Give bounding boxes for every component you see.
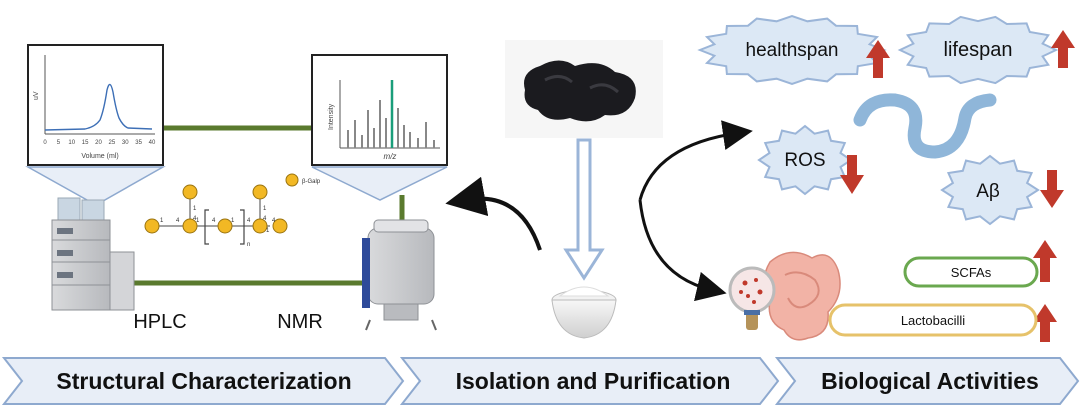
ms-xlabel: m/z (384, 152, 397, 161)
isolation-section-label: Isolation and Purification (456, 368, 731, 394)
svg-text:4: 4 (247, 218, 251, 224)
svg-text:4: 4 (272, 218, 276, 224)
hplc-callout (25, 166, 166, 206)
svg-text:1: 1 (266, 228, 270, 234)
section-banner (1, 357, 1080, 405)
hplc-tick-label: 15 (82, 140, 89, 146)
galactose-node-2 (182, 218, 198, 234)
svg-text:4: 4 (212, 218, 216, 224)
nmr-instrument (362, 219, 437, 331)
arrow-to-lifespan (638, 120, 753, 201)
lactobacilli-label: Lactobacilli (901, 313, 965, 328)
hplc-tick-label: 10 (68, 140, 75, 146)
hplc-tick-label: 0 (43, 140, 47, 146)
biological-section-label: Biological Activities (821, 368, 1039, 394)
galactose-legend-label: β-Galp (302, 179, 321, 185)
scfas-label: SCFAs (951, 265, 992, 280)
galactose-node-1 (144, 218, 160, 234)
linkage-labels: 1 4 1 4 1 4 1 4 1 4 1 4 (160, 206, 276, 234)
abeta-label: Aβ (976, 181, 1000, 202)
hplc-xlabel: Volume (ml) (81, 153, 118, 160)
nmr-label: NMR (277, 311, 323, 333)
magnifier-microbes (728, 266, 776, 330)
ms-spectrum-panel: Intensity m/z (311, 54, 448, 201)
powder-bowl (551, 286, 617, 339)
lifespan-label: lifespan (944, 39, 1013, 61)
hplc-tick-label: 40 (149, 140, 156, 146)
svg-text:1: 1 (193, 206, 197, 212)
chromatogram-trace (44, 83, 153, 131)
abeta-down-arrow (1040, 170, 1064, 208)
worm-illustration (853, 93, 997, 159)
repeat-n-label: n (247, 242, 250, 248)
ros-down-arrow (840, 155, 864, 194)
healthspan-label: healthspan (746, 40, 839, 61)
ros-label: ROS (784, 150, 825, 171)
glycan-structure: n β-Galp 1 4 1 4 1 4 1 4 1 4 1 4 (144, 173, 321, 248)
raw-material-image (505, 40, 663, 138)
healthspan-up-arrow (866, 40, 890, 78)
hplc-ylabel: uV (33, 91, 40, 100)
abeta-starburst (940, 154, 1040, 226)
scfas-pill (903, 256, 1039, 288)
galactose-node-5 (272, 218, 288, 234)
galactose-legend-node (285, 173, 299, 187)
svg-text:1: 1 (231, 218, 235, 224)
svg-text:1: 1 (160, 218, 164, 224)
svg-text:4: 4 (176, 218, 180, 224)
process-down-arrow (563, 138, 605, 281)
lactobacilli-pill (828, 303, 1038, 337)
structural-section-label: Structural Characterization (56, 368, 351, 394)
isolation-chevron (399, 357, 780, 405)
hplc-tick-labels: 0 5 10 15 20 25 30 35 40 (43, 140, 156, 146)
hplc-label: HPLC (133, 311, 186, 333)
galactose-node-7 (252, 184, 268, 200)
svg-text:4: 4 (263, 216, 267, 222)
gut-illustration (763, 251, 841, 341)
ms-ylabel: Intensity (328, 103, 335, 130)
lactobacilli-up-arrow (1033, 304, 1057, 342)
healthspan-starburst (697, 14, 887, 86)
repeat-bracket-left (204, 209, 209, 245)
hplc-tick-label: 25 (109, 140, 116, 146)
biological-chevron (774, 357, 1080, 405)
hplc-tick-label: 30 (122, 140, 129, 146)
hplc-tick-label: 5 (57, 140, 61, 146)
hplc-chromatogram-panel: 0 5 10 15 20 25 30 35 40 uV Volume (ml) (25, 44, 166, 206)
arrow-to-gut (638, 199, 727, 302)
repeat-bracket-right (240, 209, 245, 245)
ms-callout (311, 166, 448, 201)
hplc-tick-label: 20 (95, 140, 102, 146)
lifespan-up-arrow (1051, 30, 1075, 68)
hplc-tick-label: 35 (135, 140, 142, 146)
galactose-node-4 (252, 218, 268, 234)
lifespan-starburst (897, 15, 1059, 85)
svg-text:1: 1 (196, 218, 200, 224)
galactose-node-3 (217, 218, 233, 234)
structural-chevron (1, 357, 405, 405)
svg-text:1: 1 (263, 206, 267, 212)
ros-starburst (757, 124, 853, 196)
scfas-up-arrow (1033, 240, 1057, 282)
galactose-node-6 (182, 184, 198, 200)
svg-text:4: 4 (193, 216, 197, 222)
arrow-to-characterization (445, 176, 542, 251)
hplc-instrument (51, 197, 135, 311)
